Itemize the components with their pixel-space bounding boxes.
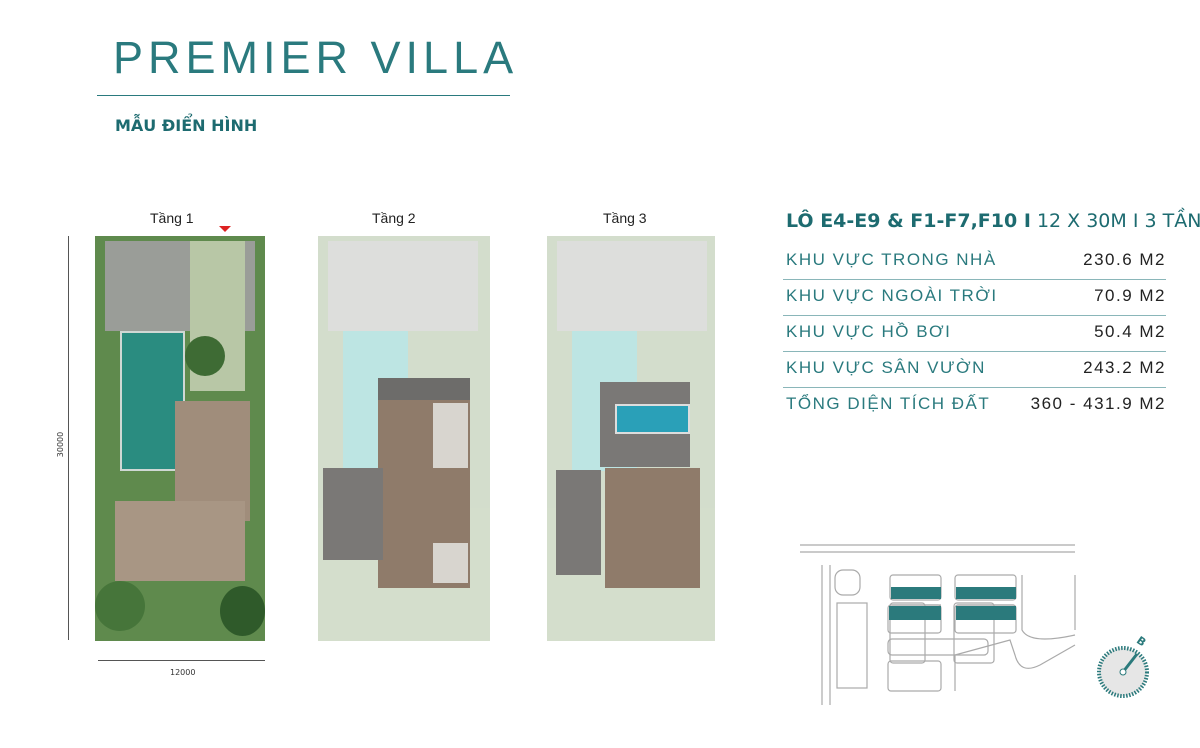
lot-heading: LÔ E4-E9 & F1-F7,F10 I 12 X 30M I 3 TẦNG (786, 210, 1200, 232)
highlighted-lots (889, 587, 1016, 620)
spec-row: TỔNG DIỆN TÍCH ĐẤT 360 - 431.9 M2 (786, 394, 1166, 430)
site-map (800, 544, 1076, 705)
spec-value: 230.6 M2 (1083, 250, 1166, 269)
floor-3-pool (615, 404, 690, 434)
floor-2-interior (378, 378, 470, 588)
depth-dimension-line (68, 236, 69, 640)
spec-row: KHU VỰC TRONG NHÀ 230.6 M2 (786, 250, 1166, 286)
highlighted-lot-block (891, 587, 941, 599)
spec-value: 360 - 431.9 M2 (1030, 394, 1166, 413)
title-divider (97, 95, 510, 96)
width-dimension-line (98, 660, 265, 661)
row-divider (783, 315, 1166, 316)
row-divider (783, 387, 1166, 388)
spec-row: KHU VỰC SÂN VƯỜN 243.2 M2 (786, 358, 1166, 394)
page-subtitle: MẪU ĐIỂN HÌNH (115, 116, 258, 135)
entrance-marker-icon (219, 226, 231, 232)
spec-label: TỔNG DIỆN TÍCH ĐẤT (786, 394, 991, 413)
floor-label-3: Tầng 3 (603, 210, 647, 226)
highlighted-lot-block (956, 587, 1016, 599)
lot-codes: LÔ E4-E9 & F1-F7,F10 I (786, 210, 1031, 232)
depth-dimension: 30000 (56, 431, 66, 458)
spec-value: 50.4 M2 (1094, 322, 1166, 341)
page-title: PREMIER VILLA (113, 32, 519, 83)
spec-value: 70.9 M2 (1094, 286, 1166, 305)
floor-plan-1[interactable] (95, 236, 265, 641)
row-divider (783, 351, 1166, 352)
floor-label-1: Tầng 1 (150, 210, 194, 226)
floor-2-roof (323, 468, 383, 560)
floor-label-2: Tầng 2 (372, 210, 416, 226)
highlighted-lot-block (889, 606, 941, 620)
lot-size: 12 X 30M I 3 TẦNG (1036, 210, 1200, 232)
floor-3-roof (556, 470, 601, 575)
spec-row: KHU VỰC NGOÀI TRỜI 70.9 M2 (786, 286, 1166, 322)
spec-value: 243.2 M2 (1083, 358, 1166, 377)
floor-3-interior (605, 468, 700, 588)
spec-label: KHU VỰC SÂN VƯỜN (786, 358, 986, 377)
spec-label: KHU VỰC NGOÀI TRỜI (786, 286, 998, 305)
highlighted-lot-block (956, 606, 1016, 620)
width-dimension: 12000 (170, 668, 196, 677)
compass-icon (1097, 646, 1149, 698)
spec-label: KHU VỰC TRONG NHÀ (786, 250, 997, 269)
row-divider (783, 279, 1166, 280)
spec-label: KHU VỰC HỒ BƠI (786, 322, 952, 341)
spec-row: KHU VỰC HỒ BƠI 50.4 M2 (786, 322, 1166, 358)
